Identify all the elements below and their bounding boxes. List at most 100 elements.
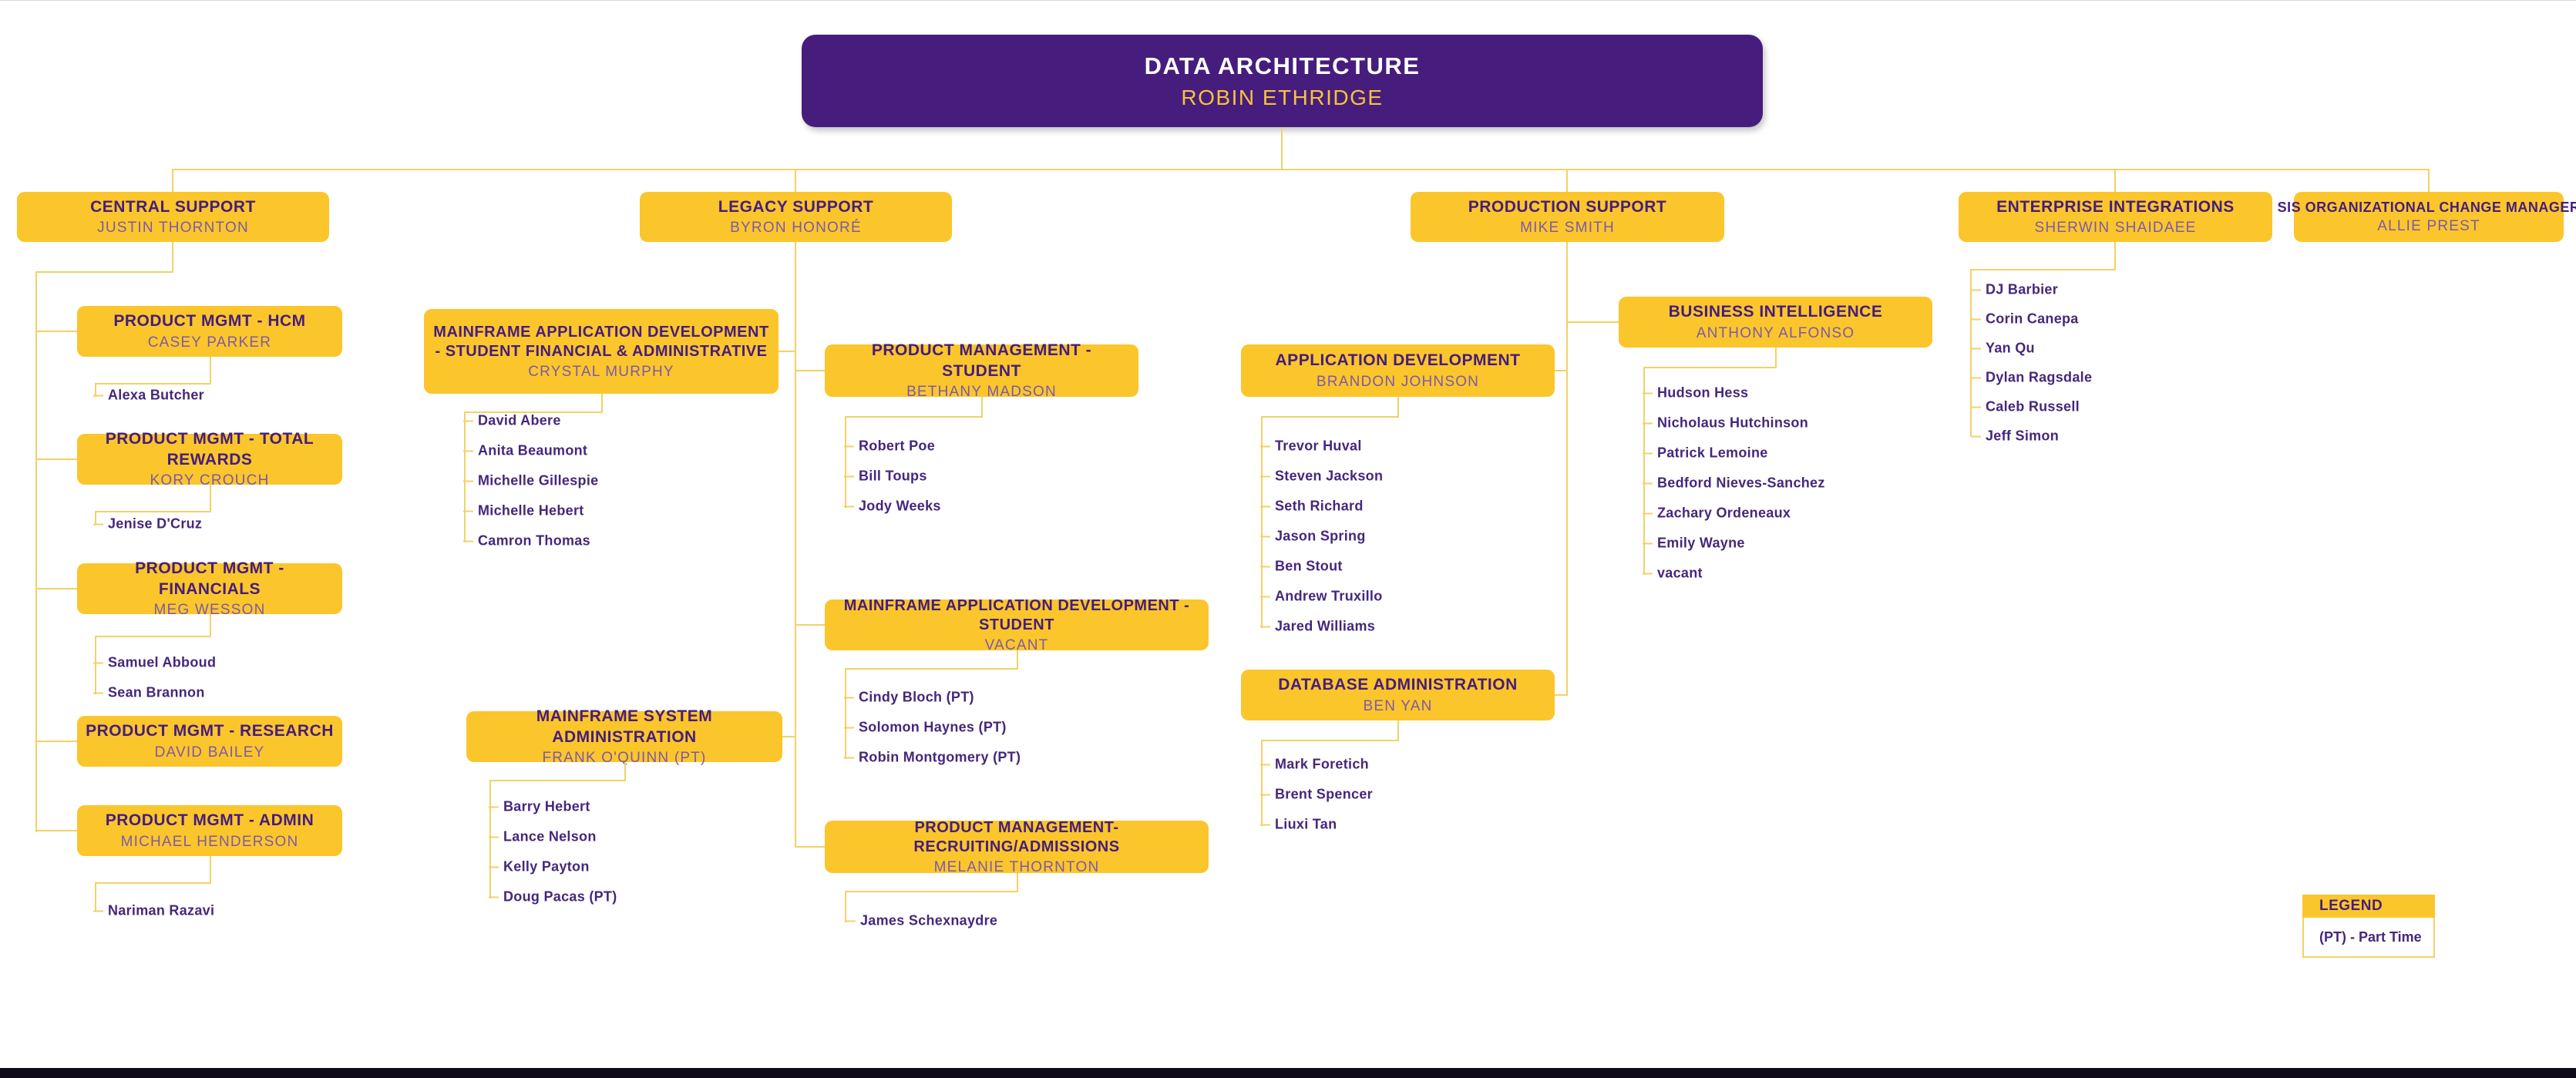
box-title: PRODUCT MANAGEMENT - STUDENT bbox=[871, 341, 1092, 380]
org-box-mainframe-appdev-student-financial: MAINFRAME APPLICATION DEVELOPMENT - STUD… bbox=[424, 309, 779, 394]
member-name: Mark Foretich bbox=[1260, 756, 1369, 772]
member-name: Nicholaus Hutchinson bbox=[1642, 415, 1809, 431]
connector bbox=[1566, 321, 1620, 323]
box-person: DAVID BAILEY bbox=[154, 744, 265, 761]
connector bbox=[845, 416, 983, 418]
member-name: Caleb Russell bbox=[1971, 398, 2080, 415]
box-title: PRODUCT MANAGEMENT- RECRUITING/ADMISSION… bbox=[913, 818, 1120, 855]
box-person: ANTHONY ALFONSO bbox=[1696, 324, 1855, 341]
box-person: KORY CROUCH bbox=[150, 472, 270, 489]
member-name: Liuxi Tan bbox=[1259, 816, 1337, 832]
connector bbox=[845, 891, 846, 922]
legend-entry: (PT) - Part Time bbox=[2302, 918, 2435, 958]
member-name: Jeff Simon bbox=[1970, 428, 2060, 444]
connector bbox=[172, 169, 173, 192]
connector bbox=[795, 242, 796, 848]
connector bbox=[95, 383, 96, 397]
org-box-product-management-recruiting: PRODUCT MANAGEMENT- RECRUITING/ADMISSION… bbox=[825, 818, 1209, 875]
org-box-application-development: APPLICATION DEVELOPMENT BRANDON JOHNSON bbox=[1241, 344, 1555, 397]
connector bbox=[95, 511, 96, 525]
member-name: Andrew Truxillo bbox=[1260, 588, 1383, 604]
member-name: Jody Weeks bbox=[844, 498, 941, 514]
member-name: Bedford Nieves-Sanchez bbox=[1643, 475, 1825, 491]
org-box-product-mgmt-financials: PRODUCT MGMT - FINANCIALS MEG WESSON bbox=[77, 559, 342, 618]
member-name: Trevor Huval bbox=[1260, 438, 1362, 454]
connector bbox=[795, 624, 826, 626]
member-name: Lance Nelson bbox=[489, 828, 597, 845]
root-person: ROBIN ETHRIDGE bbox=[1181, 85, 1384, 109]
member-name: Sean Brannon bbox=[93, 684, 205, 700]
box-title: PRODUCT MGMT - HCM bbox=[113, 312, 306, 331]
connector bbox=[37, 740, 77, 742]
box-title: MAINFRAME SYSTEM ADMINISTRATION bbox=[536, 707, 713, 746]
box-title: SIS ORGANIZATIONAL CHANGE MANAGER bbox=[2277, 199, 2576, 215]
connector bbox=[210, 485, 211, 512]
member-name: Steven Jackson bbox=[1259, 468, 1384, 484]
connector bbox=[1643, 367, 1645, 575]
org-box-enterprise-integrations: ENTERPRISE INTEGRATIONS SHERWIN SHAIDAEE bbox=[1959, 192, 2272, 242]
connector bbox=[1017, 873, 1018, 892]
org-box-database-administration: DATABASE ADMINISTRATION BEN YAN bbox=[1241, 670, 1555, 720]
connector bbox=[2114, 242, 2116, 270]
member-name: Patrick Lemoine bbox=[1643, 445, 1768, 461]
org-box-sis-change-manager: SIS ORGANIZATIONAL CHANGE MANAGER ALLIE … bbox=[2278, 192, 2576, 242]
connector bbox=[172, 169, 2430, 170]
connector bbox=[210, 856, 211, 884]
box-person: SHERWIN SHAIDAEE bbox=[2034, 220, 2197, 237]
box-person: MICHAEL HENDERSON bbox=[120, 833, 299, 850]
connector bbox=[35, 271, 173, 273]
member-name: Cindy Bloch (PT) bbox=[844, 689, 974, 705]
org-box-product-mgmt-research: PRODUCT MGMT - RESEARCH DAVID BAILEY bbox=[77, 716, 342, 767]
box-title: MAINFRAME APPLICATION DEVELOPMENT - STUD… bbox=[433, 323, 769, 360]
box-title: PRODUCT MGMT - FINANCIALS bbox=[135, 559, 284, 598]
box-title: MAINFRAME APPLICATION DEVELOPMENT - STUD… bbox=[843, 596, 1190, 633]
box-title: LEGACY SUPPORT bbox=[718, 197, 874, 216]
connector bbox=[845, 668, 1018, 670]
connector bbox=[172, 242, 173, 273]
connector bbox=[1261, 740, 1399, 741]
connector bbox=[1261, 416, 1263, 628]
connector bbox=[845, 891, 1018, 892]
connector bbox=[1970, 269, 1972, 437]
connector bbox=[2114, 169, 2116, 192]
member-name: Nariman Razavi bbox=[92, 902, 215, 918]
connector bbox=[1261, 416, 1399, 418]
member-name: Dylan Ragsdale bbox=[1970, 369, 2093, 385]
org-box-product-mgmt-hcm: PRODUCT MGMT - HCM CASEY PARKER bbox=[77, 306, 342, 357]
member-name: vacant bbox=[1643, 565, 1703, 581]
box-title: APPLICATION DEVELOPMENT bbox=[1275, 351, 1521, 370]
connector bbox=[37, 830, 77, 831]
connector bbox=[95, 383, 211, 385]
member-name: Alexa Butcher bbox=[93, 387, 204, 403]
box-person: FRANK O'QUINN (PT) bbox=[542, 749, 707, 766]
connector bbox=[795, 846, 826, 848]
box-title: BUSINESS INTELLIGENCE bbox=[1668, 303, 1883, 321]
org-box-central-support: CENTRAL SUPPORT JUSTIN THORNTON bbox=[17, 192, 329, 242]
member-name: Anita Beaumont bbox=[462, 442, 588, 458]
member-name: Kelly Payton bbox=[489, 858, 590, 875]
member-name: Emily Wayne bbox=[1643, 535, 1745, 551]
box-person: BETHANY MADSON bbox=[906, 383, 1057, 400]
connector bbox=[464, 411, 603, 413]
connector bbox=[35, 271, 37, 832]
box-person: BYRON HONORÉ bbox=[730, 220, 862, 237]
org-box-production-support: PRODUCTION SUPPORT MIKE SMITH bbox=[1411, 192, 1724, 242]
box-person: MIKE SMITH bbox=[1520, 220, 1615, 237]
connector bbox=[1566, 242, 1568, 696]
connector bbox=[782, 736, 796, 737]
connector bbox=[95, 882, 211, 884]
root-title: DATA ARCHITECTURE bbox=[1144, 52, 1421, 80]
member-name: Seth Richard bbox=[1260, 498, 1364, 514]
connector bbox=[37, 588, 77, 589]
member-name: Jenise D'Cruz bbox=[92, 515, 203, 532]
box-person: ALLIE PREST bbox=[2377, 218, 2480, 235]
box-title: CENTRAL SUPPORT bbox=[90, 197, 256, 216]
member-name: Michelle Hebert bbox=[463, 502, 584, 519]
connector bbox=[37, 458, 77, 460]
org-box-mainframe-appdev-student: MAINFRAME APPLICATION DEVELOPMENT - STUD… bbox=[825, 596, 1209, 653]
member-name: Jason Spring bbox=[1260, 528, 1366, 544]
member-name: Solomon Haynes (PT) bbox=[844, 719, 1007, 735]
connector bbox=[1643, 367, 1777, 368]
member-name: DJ Barbier bbox=[1970, 281, 2059, 297]
